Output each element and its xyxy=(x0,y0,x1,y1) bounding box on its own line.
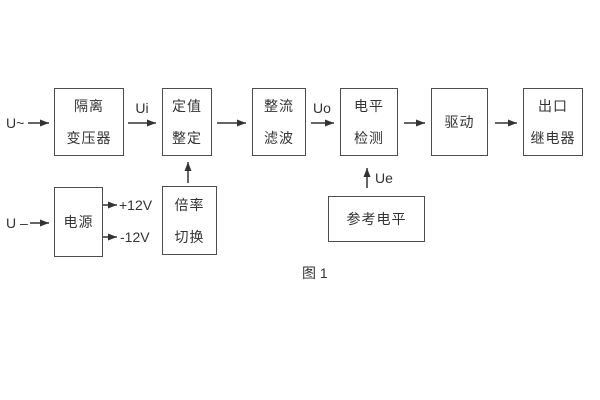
block-drive: 驱动 xyxy=(431,88,488,156)
signal-label-ue: Ue xyxy=(375,170,393,186)
signal-label-minus-12v: -12V xyxy=(120,229,150,245)
block-output-relay: 出口 继电器 xyxy=(523,88,583,156)
block-label: 继电器 xyxy=(530,130,576,146)
block-ratio-switch: 倍率 切换 xyxy=(162,186,217,255)
block-label: 隔离 xyxy=(74,98,104,114)
block-label: 倍率 xyxy=(174,196,205,213)
block-label: 变压器 xyxy=(66,130,112,146)
block-label: 整流 xyxy=(264,98,294,114)
block-label: 整定 xyxy=(172,130,202,146)
block-isolation-transformer: 隔离 变压器 xyxy=(54,88,124,156)
block-level-detection: 电平 检测 xyxy=(340,88,398,156)
figure-caption: 图 1 xyxy=(302,265,328,281)
signal-label-uo: Uo xyxy=(313,100,331,116)
block-label: 参考电平 xyxy=(346,211,407,227)
block-rectifier-filter: 整流 滤波 xyxy=(252,88,306,156)
block-label: 出口 xyxy=(538,98,568,114)
signal-label-ac-input: U~ xyxy=(6,115,25,131)
block-power-supply: 电源 xyxy=(54,187,103,257)
signal-label-ui: Ui xyxy=(135,100,149,116)
block-reference-level: 参考电平 xyxy=(328,196,425,242)
signal-label-dc-input: U – xyxy=(6,215,28,231)
block-label: 驱动 xyxy=(444,114,475,130)
block-setting-adjust: 定值 整定 xyxy=(162,88,212,156)
block-label: 电源 xyxy=(63,214,94,230)
block-label: 电平 xyxy=(354,98,384,114)
block-label: 滤波 xyxy=(264,130,294,146)
block-label: 检测 xyxy=(354,130,384,146)
signal-label-plus-12v: +12V xyxy=(119,197,153,213)
block-label: 定值 xyxy=(172,98,202,114)
block-label: 切换 xyxy=(174,228,205,245)
